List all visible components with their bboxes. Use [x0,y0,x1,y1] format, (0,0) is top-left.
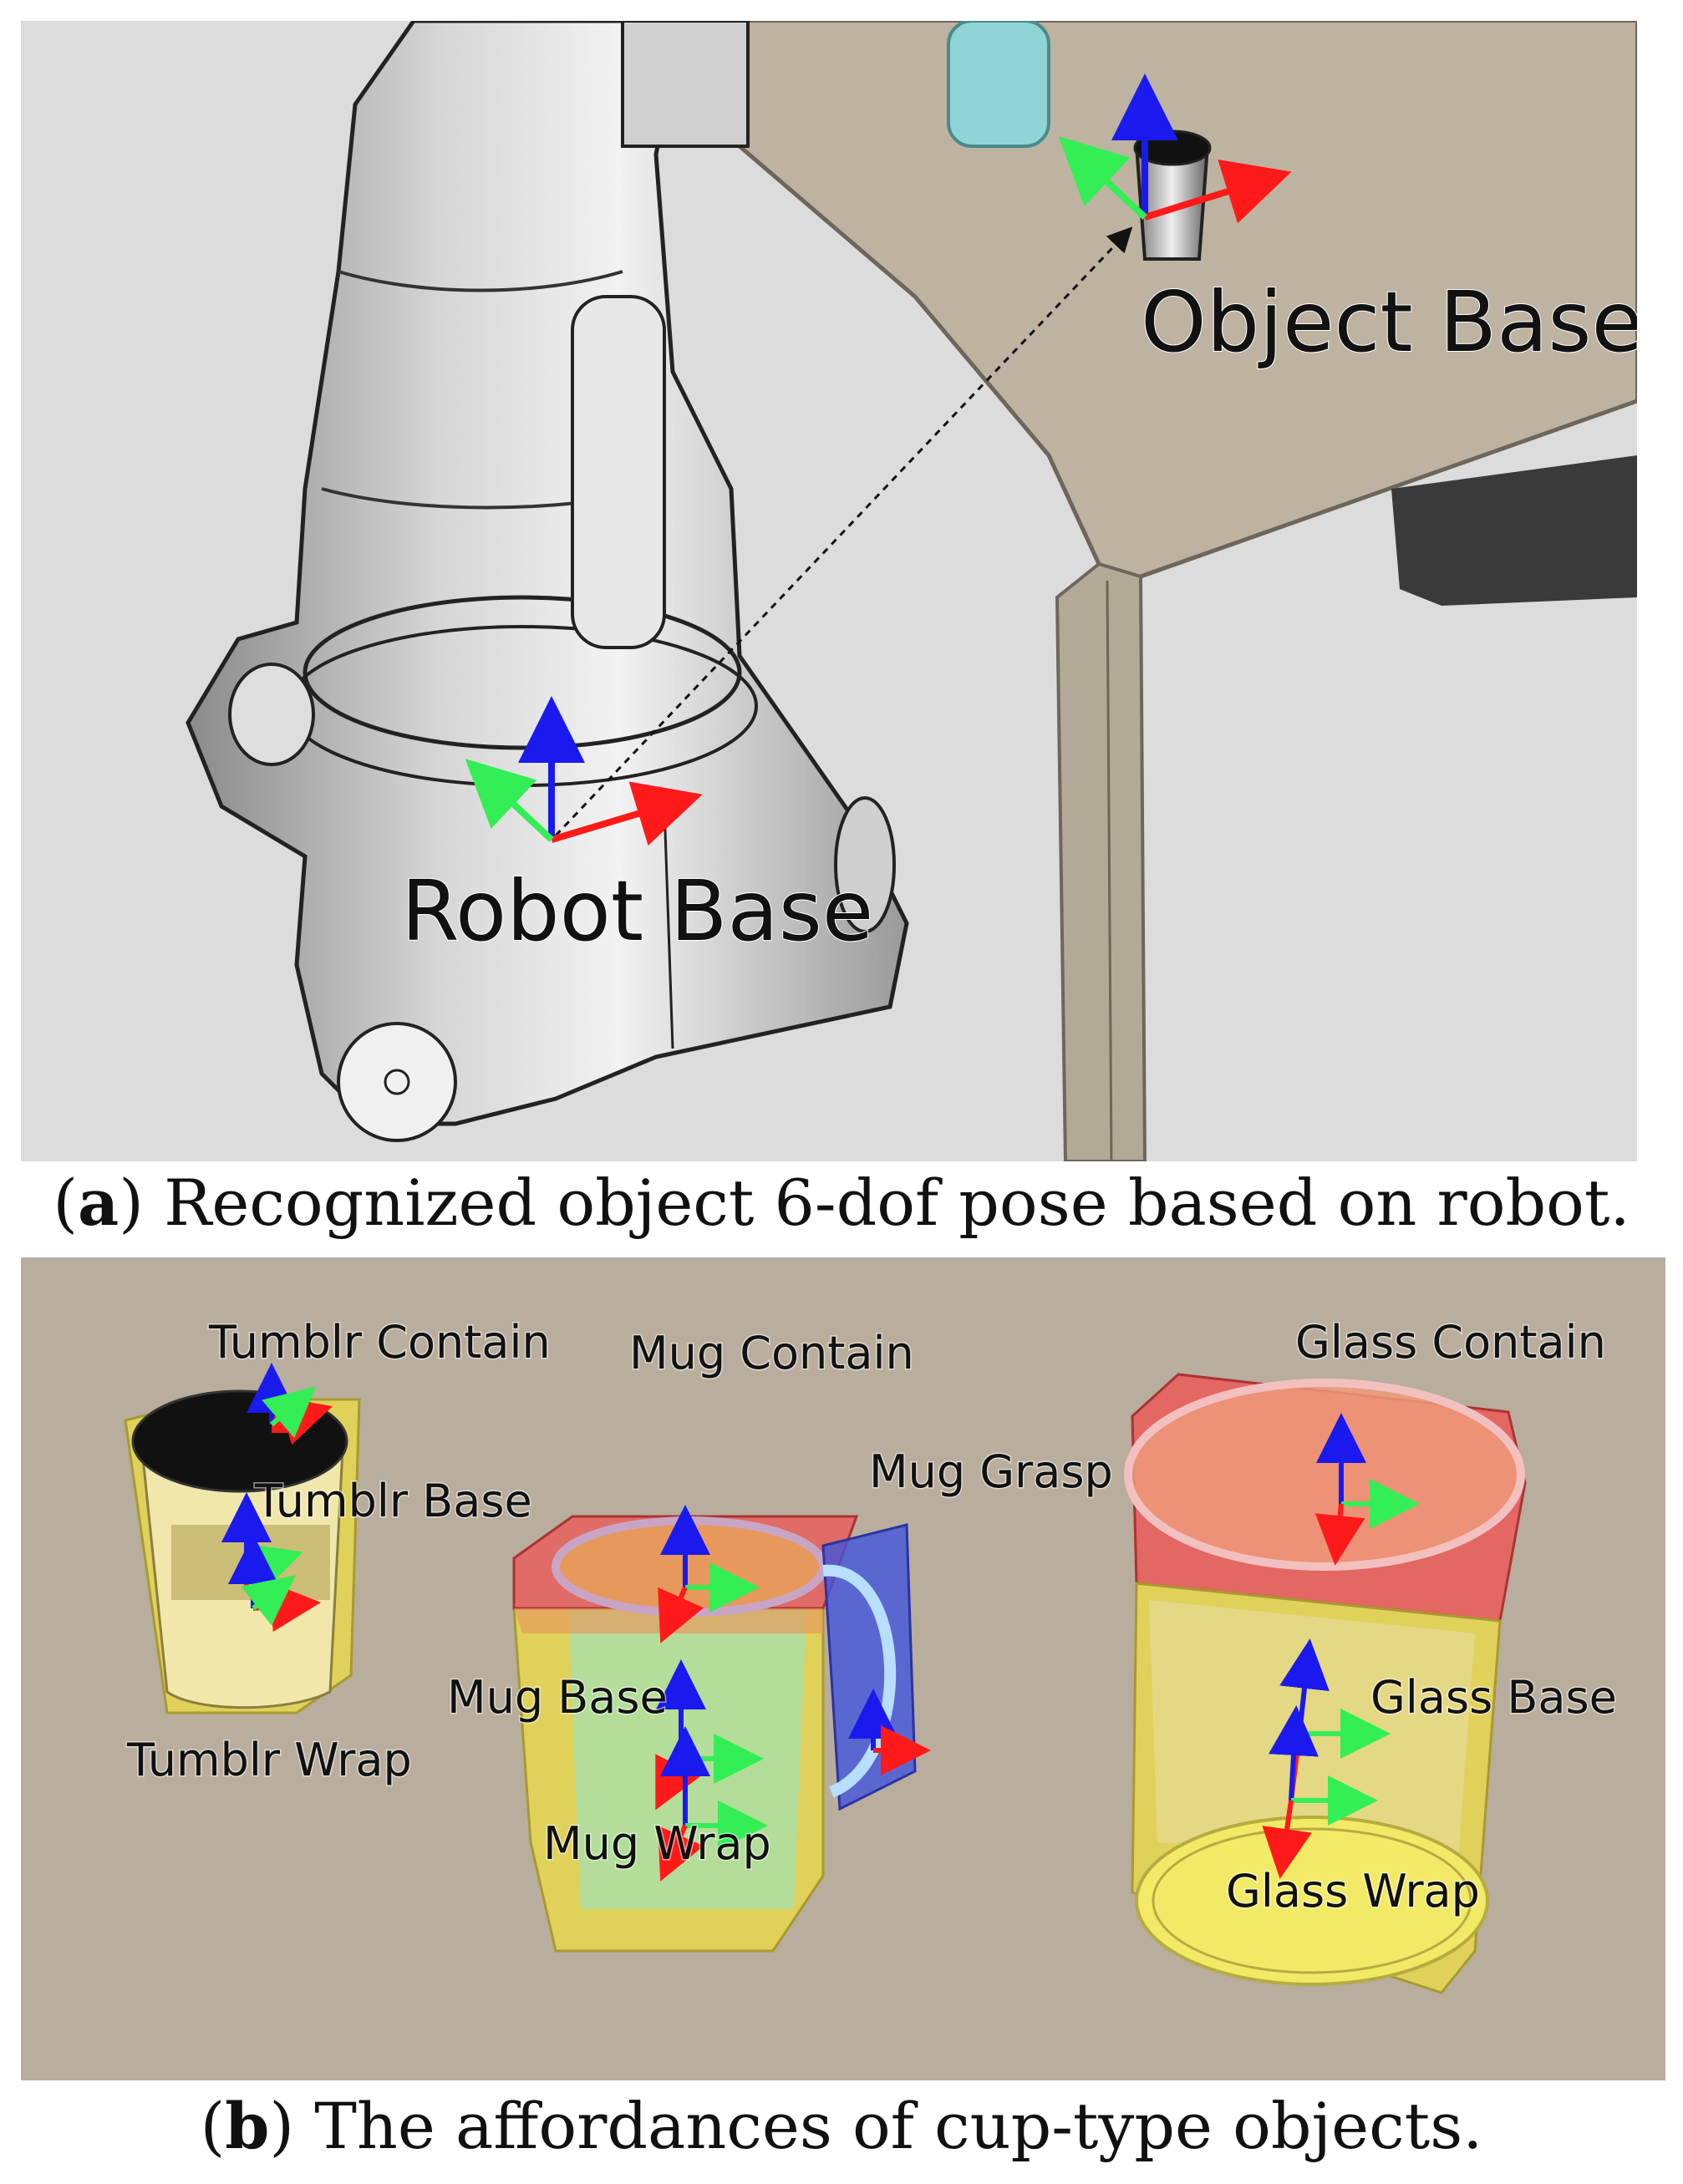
tumblr-base-label: Tumblr Base [254,1475,532,1527]
object-base-label: Object Base [1141,273,1637,371]
mug-wrap-axes-icon [658,1726,768,1882]
robot-base-label: Robot Base [401,862,873,960]
glass-contain-axes-icon [1314,1413,1420,1566]
robot-scene-illustration: Object Base Robot Base [21,21,1637,1161]
object-base-axes-icon [1058,74,1292,224]
transform-arrow [554,226,1133,837]
mug-grasp-label: Mug Grasp [869,1445,1113,1498]
glass-contain-label: Glass Contain [1295,1316,1606,1369]
affordance-illustration: Tumblr Contain Tumblr Base Tumblr Wrap M… [21,1257,1665,2080]
tumblr-contain-label: Tumblr Contain [208,1316,551,1369]
mug-grasp-axes-icon [848,1689,931,1775]
mug-contain-label: Mug Contain [629,1327,914,1379]
caption-b: (b) The affordances of cup-type objects. [200,2089,1483,2163]
caption-b-letter: b [225,2089,270,2163]
robot-arm [186,21,909,1142]
tumblr-contain-axes-icon [247,1363,333,1445]
caption-b-text: The affordances of cup-type objects. [314,2089,1483,2163]
glass-wrap-axes-icon [1262,1705,1378,1879]
glass-wrap-label: Glass Wrap [1226,1865,1480,1917]
panel-b-figure: Tumblr Contain Tumblr Base Tumblr Wrap M… [21,1257,1665,2080]
glass-base-label: Glass Base [1370,1671,1617,1724]
caption-a-letter: a [78,1166,119,1240]
robot-base-axes-icon [465,696,703,846]
mug-wrap-label: Mug Wrap [543,1817,771,1870]
glass-object [1124,1373,1527,1994]
mug-base-label: Mug Base [447,1671,668,1724]
tumblr-object [124,1389,361,1714]
panel-a-figure: Object Base Robot Base [21,21,1637,1161]
caption-a: (a) Recognized object 6-dof pose based o… [53,1166,1630,1240]
mug-contain-axes-icon [658,1505,760,1643]
tumblr-wrap-axes-icon [228,1534,321,1633]
tumblr-wrap-label: Tumblr Wrap [126,1734,412,1786]
caption-a-text: Recognized object 6-dof pose based on ro… [164,1166,1630,1240]
